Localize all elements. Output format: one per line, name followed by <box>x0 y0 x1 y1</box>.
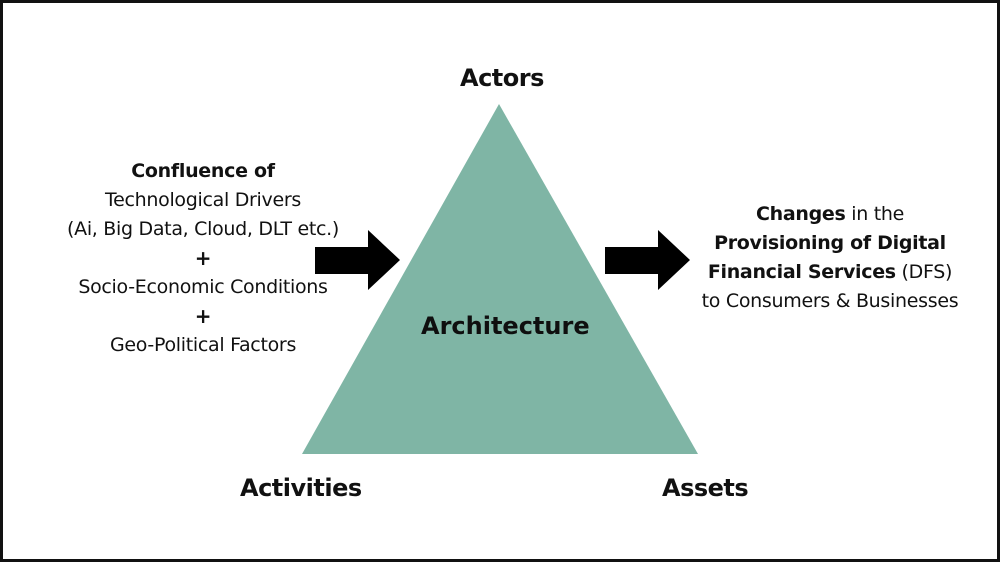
input-arrow <box>315 230 400 290</box>
architecture-triangle <box>302 104 698 454</box>
changes-rest-text: in the <box>845 203 904 225</box>
activities-label: Activities <box>240 474 362 502</box>
changes-text-block: Changes in the Provisioning of Digital F… <box>680 200 980 316</box>
changes-bold-text: Changes <box>756 203 846 225</box>
socio-economic-text: Socio-Economic Conditions <box>78 276 328 298</box>
plus-sign: + <box>194 304 212 328</box>
assets-label: Assets <box>662 474 749 502</box>
consumers-businesses-text: to Consumers & Businesses <box>701 290 959 312</box>
output-arrow <box>605 230 690 290</box>
provisioning-text: Provisioning of Digital <box>714 232 946 254</box>
dfs-abbrev-text: (DFS) <box>895 261 953 283</box>
changes-line: Changes in the <box>680 200 980 229</box>
dfs-line: Financial Services (DFS) <box>680 258 980 287</box>
technology-examples-text: (Ai, Big Data, Cloud, DLT etc.) <box>67 218 339 240</box>
confluence-heading: Confluence of <box>131 160 275 182</box>
technological-drivers-text: Technological Drivers <box>105 189 301 211</box>
financial-services-text: Financial Services <box>707 261 896 283</box>
drivers-text-block: Confluence of Technological Drivers (Ai,… <box>10 157 396 360</box>
architecture-label: Architecture <box>421 312 590 340</box>
geo-political-text: Geo-Political Factors <box>109 334 297 356</box>
actors-label: Actors <box>460 64 544 92</box>
plus-sign: + <box>194 246 212 270</box>
